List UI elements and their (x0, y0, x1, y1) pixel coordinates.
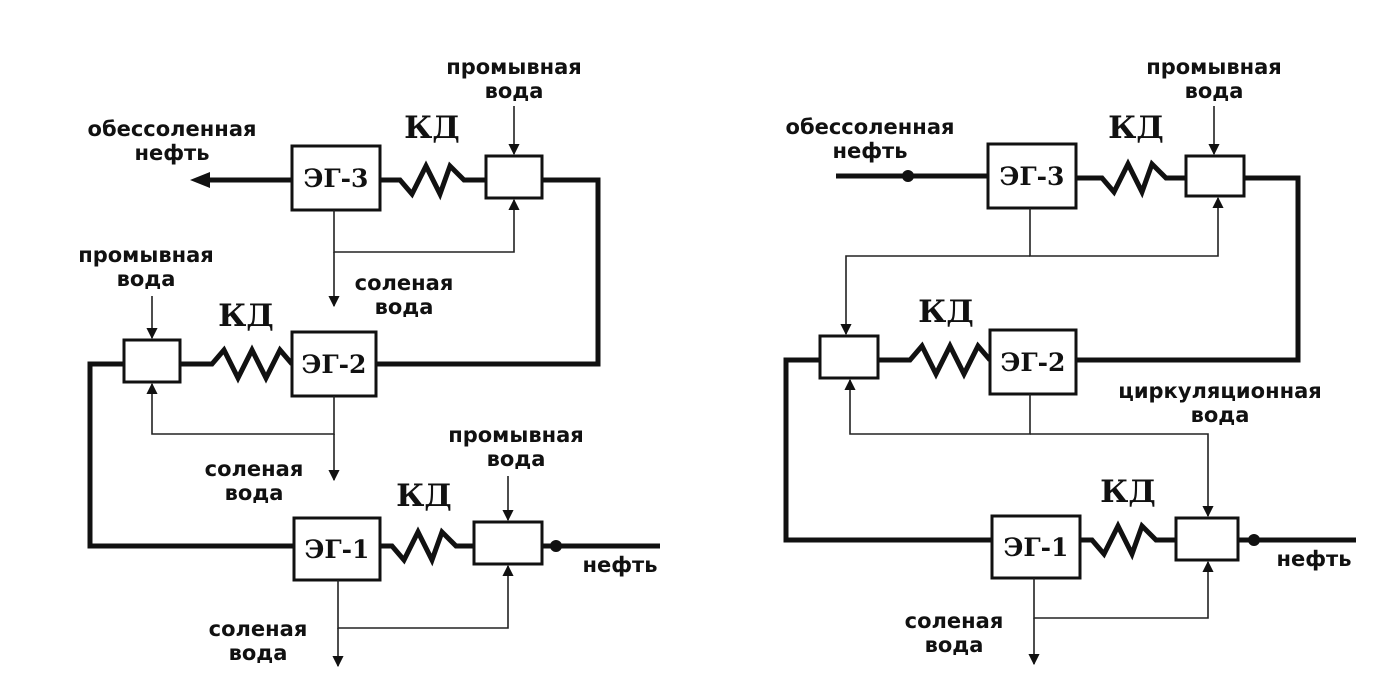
left-wash-water-bottom-line2: вода (487, 447, 546, 471)
right-eg1-drain-to-mixer-bottom (1033, 560, 1214, 619)
left-wash-water-mid-line1: промывная (78, 243, 214, 267)
right-eg3-drain-to-mixer-top (1029, 196, 1224, 257)
left-eg2-block (290, 330, 378, 398)
left-desalted-oil-line1: обессоленная (88, 117, 257, 141)
right-mixer-bottom (1174, 516, 1240, 562)
left-oil-inlet-arrow (550, 540, 562, 552)
left-oil-label: нефть (582, 553, 657, 577)
left-wash-water-top-line1: промывная (446, 55, 582, 79)
left-mixer1-to-eg1 (380, 526, 474, 567)
right-eg1-label: ЭГ-1 (1004, 533, 1069, 562)
right-mixer3-to-eg3 (1076, 158, 1186, 199)
right-kd-top: КД (1108, 110, 1164, 146)
right-desalted-oil-line2: нефть (832, 139, 907, 163)
left-salt-water-top-line1: соленая (355, 271, 454, 295)
right-circulation-water-line2: вода (1191, 403, 1250, 427)
right-wash-water-top-line2: вода (1185, 79, 1244, 103)
left-mixer3-to-eg3 (380, 160, 486, 201)
right-oil-label: нефть (1276, 547, 1351, 571)
right-circulation-water-line1: циркуляционная (1118, 379, 1322, 403)
left-kd-mid: КД (218, 298, 274, 334)
right-eg3-block (986, 142, 1078, 210)
left-eg1-label: ЭГ-1 (305, 535, 370, 564)
right-mixer1-to-eg1 (1080, 520, 1176, 561)
right-eg2-block (988, 328, 1078, 396)
right-circulation-water-line (1030, 433, 1214, 518)
left-desalted-oil-line2: нефть (134, 141, 209, 165)
right-eg3-drain-to-mixer-mid (840, 255, 1030, 336)
right-kd-bottom: КД (1100, 474, 1156, 510)
left-eg3-label: ЭГ-3 (304, 164, 369, 193)
right-eg3-label: ЭГ-3 (1000, 162, 1065, 191)
left-mixer-mid (122, 338, 182, 384)
left-salt-water-bottom-line1: соленая (209, 617, 308, 641)
left-desalted-arrow (190, 172, 210, 188)
left-salt-water-bottom-line2: вода (229, 641, 288, 665)
left-mixer-bottom (472, 520, 544, 566)
left-eg3-block (290, 144, 382, 212)
left-wash-water-top-line2: вода (485, 79, 544, 103)
left-wash-water-mid-line2: вода (117, 267, 176, 291)
right-salt-water-bottom-line2: вода (925, 633, 984, 657)
right-mixer-top (1184, 154, 1246, 198)
right-eg1-to-mixer2 (783, 357, 992, 543)
right-mixer2-to-eg2 (878, 340, 992, 380)
right-kd-mid: КД (918, 294, 974, 330)
left-salt-water-mid-line2: вода (225, 481, 284, 505)
left-mixer-top (484, 154, 544, 200)
left-recycle-top-line (333, 198, 520, 253)
right-salt-water-bottom-line1: соленая (905, 609, 1004, 633)
left-salt-water-mid-line1: соленая (205, 457, 304, 481)
right-desalted-arrow (902, 170, 914, 182)
left-eg2-label: ЭГ-2 (302, 350, 367, 379)
right-eg2-to-mixer3 (1076, 175, 1301, 363)
left-recycle-mid-line (146, 382, 335, 435)
left-wash-water-bottom-line1: промывная (448, 423, 584, 447)
left-eg1-block (292, 516, 382, 582)
right-eg1-block (990, 514, 1082, 580)
left-scheme: ЭГ-3 ЭГ-2 ЭГ-1 КД КД КД обессоленная неф… (78, 55, 660, 668)
right-desalted-oil-line1: обессоленная (786, 115, 955, 139)
right-wash-water-top-line1: промывная (1146, 55, 1282, 79)
left-kd-bottom: КД (396, 478, 452, 514)
left-kd-top: КД (404, 110, 460, 146)
right-eg2-label: ЭГ-2 (1001, 348, 1066, 377)
left-recycle-bottom-line (337, 564, 514, 629)
left-eg2-to-mixer3 (376, 177, 601, 367)
right-scheme: ЭГ-3 ЭГ-2 ЭГ-1 КД КД КД обессоленная неф… (783, 55, 1356, 666)
right-eg2-drain-to-mixer-mid (844, 378, 1031, 435)
right-oil-inlet-arrow (1248, 534, 1260, 546)
left-mixer2-to-eg2 (180, 344, 294, 384)
left-salt-water-top-line2: вода (375, 295, 434, 319)
left-eg1-to-mixer2 (87, 361, 294, 549)
right-mixer-mid (818, 334, 880, 380)
